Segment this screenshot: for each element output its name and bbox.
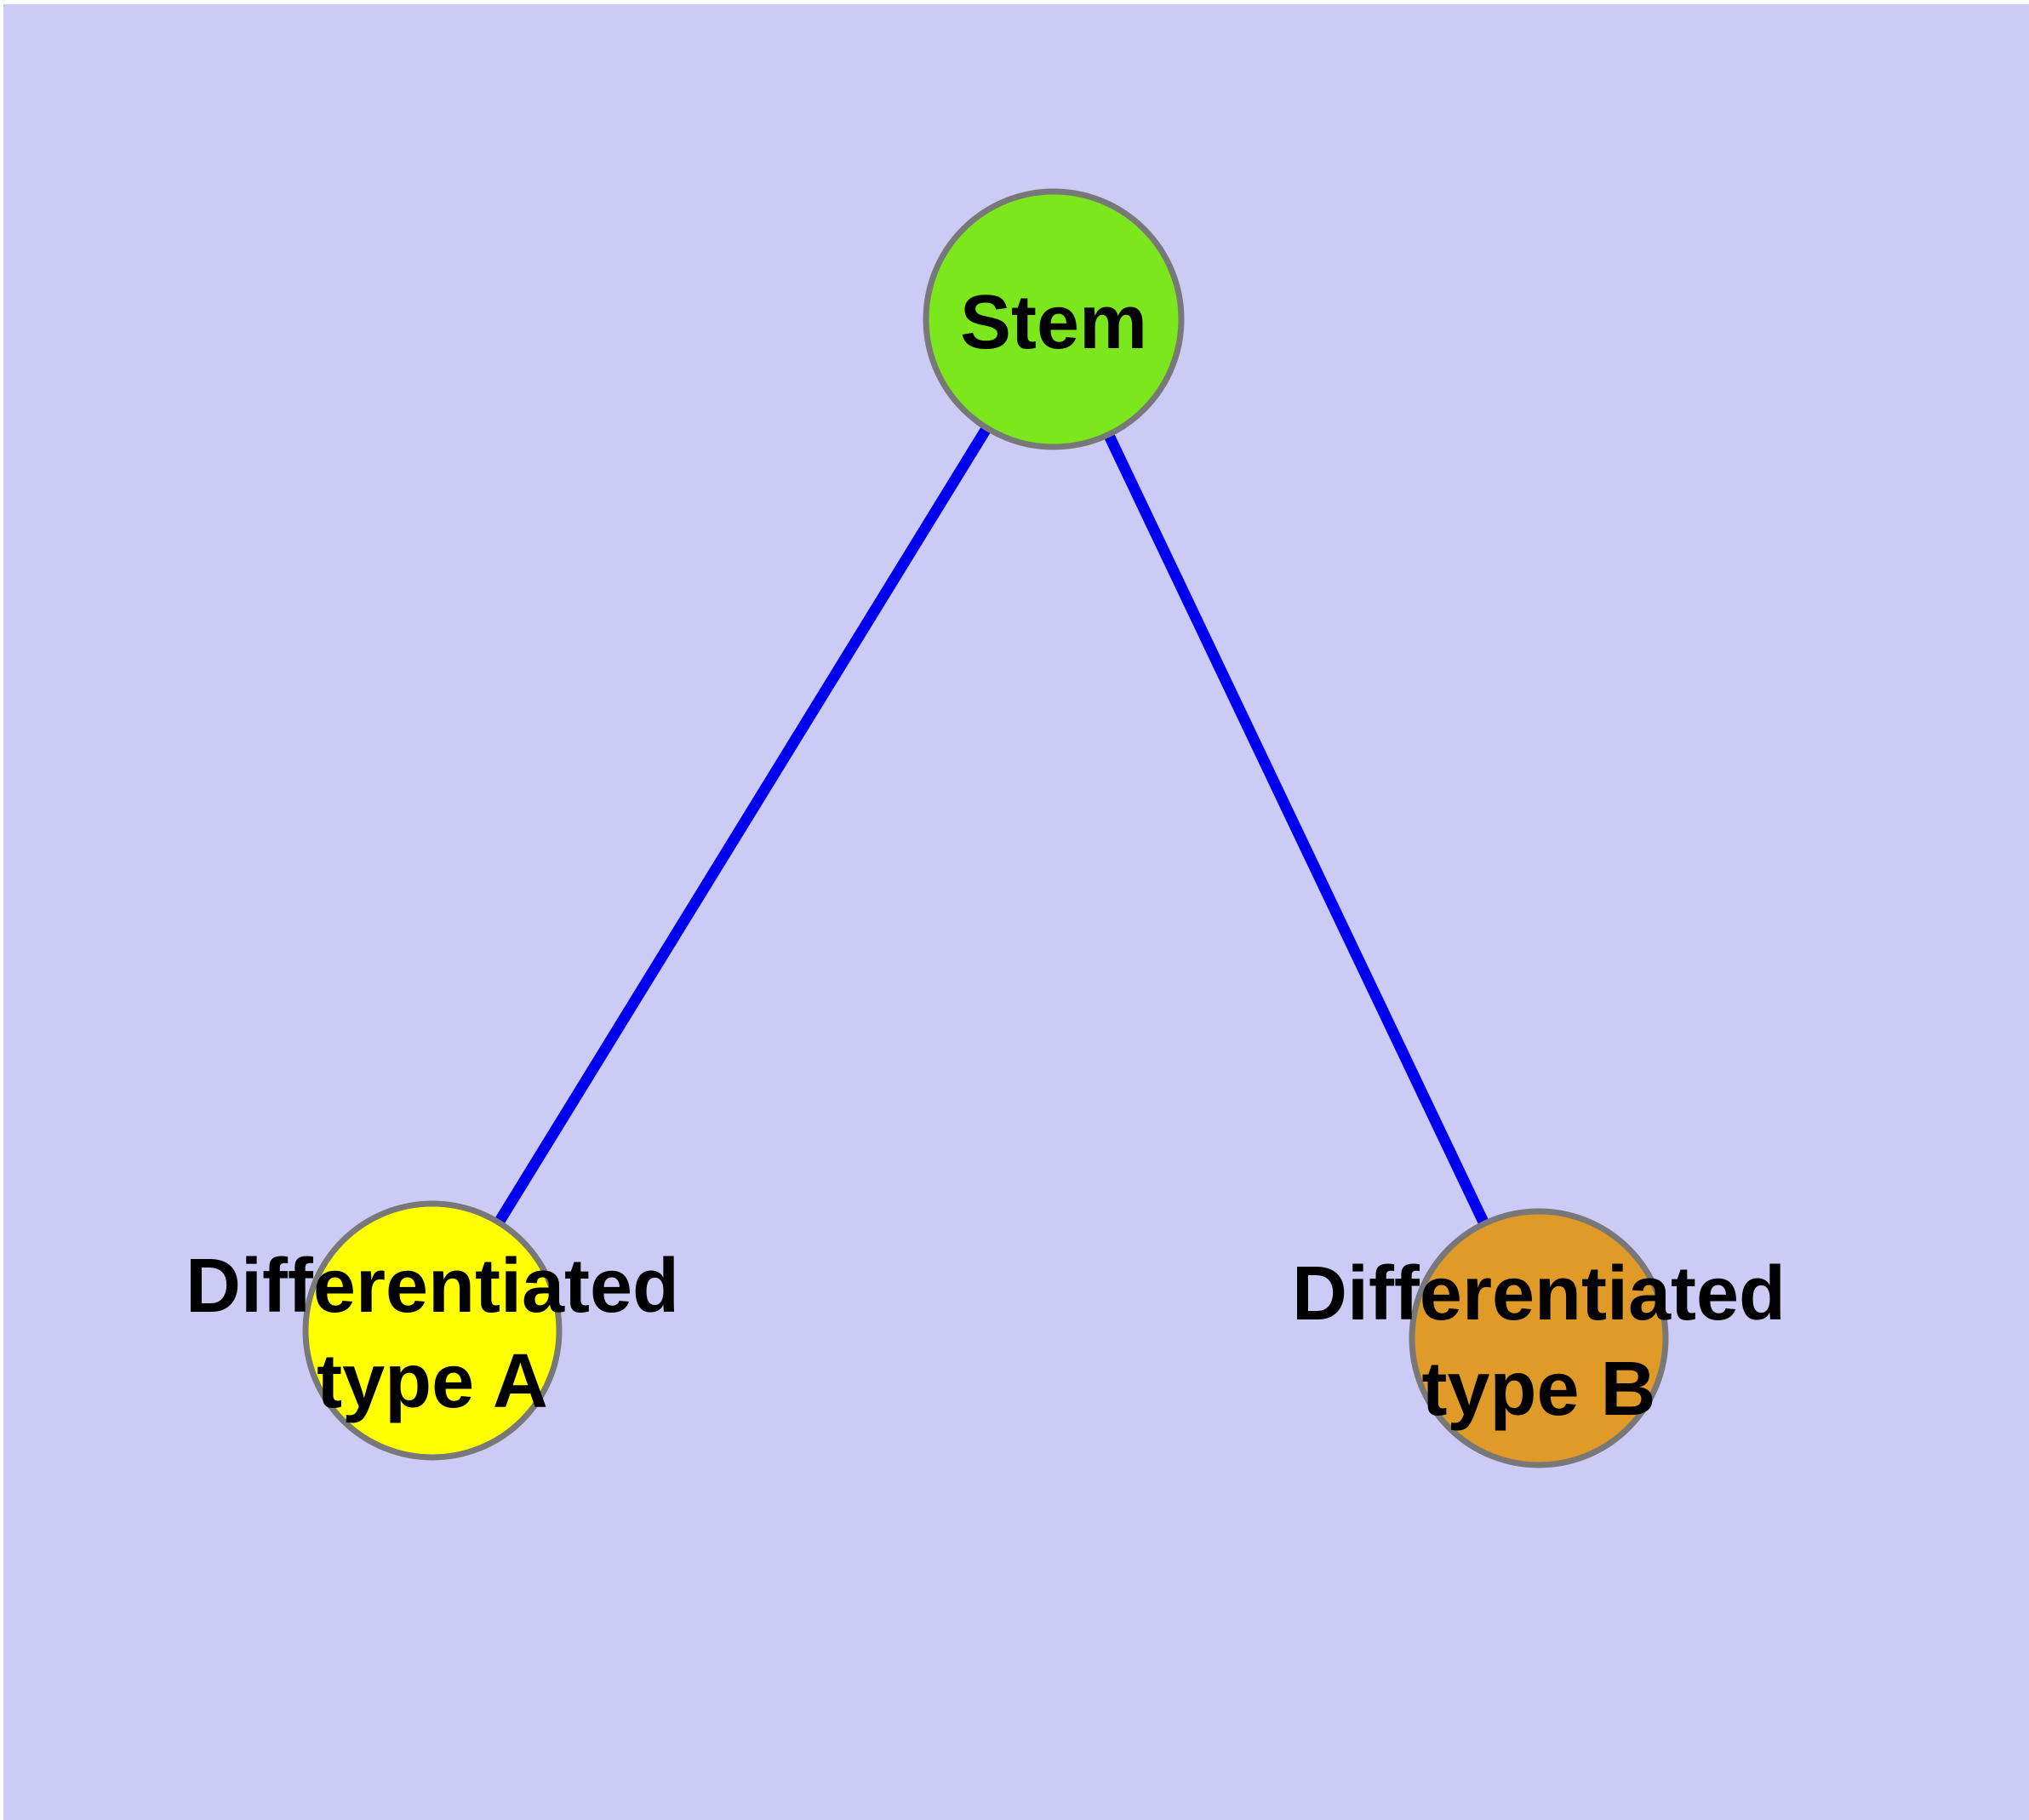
node-differentiated-type-a-label-line-2: type A [317,1339,548,1424]
edge-stem-to-differentiated-type-b [1049,317,1544,1341]
node-differentiated-type-b-label-line-1: Differentiated [1292,1251,1786,1336]
node-differentiated-type-b-label-line-2: type B [1421,1347,1655,1432]
edges-layer [427,316,1544,1341]
node-stem-label-line-1: Stem [960,280,1147,365]
node-differentiated-type-a-label-line-1: Differentiated [186,1244,679,1329]
node-stem: Stem [923,188,1185,450]
node-differentiated-type-a-circle [302,1200,563,1461]
node-differentiated-type-b-circle [1409,1208,1669,1468]
node-stem-circle [923,188,1185,450]
node-differentiated-type-b: Differentiated type B [1292,1208,1786,1468]
edge-stem-to-differentiated-type-a [427,316,1059,1334]
node-differentiated-type-a: Differentiated type A [186,1200,679,1461]
